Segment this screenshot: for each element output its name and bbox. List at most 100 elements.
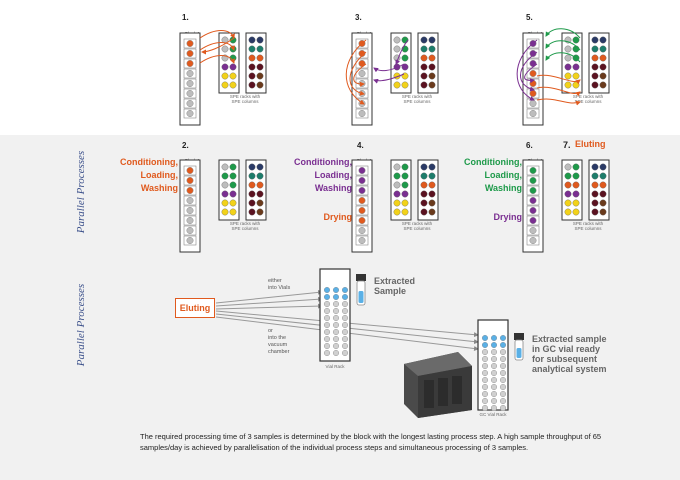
spe-column [420,172,428,180]
step-3-number: 3. [355,13,362,22]
spe-column [599,199,607,207]
vial-rack [319,268,351,362]
step-4-number: 4. [357,141,364,150]
flow-arrow [201,37,235,55]
spe-column [221,63,229,71]
conditioning-text: Conditioning, [120,157,178,167]
vial [333,322,340,329]
vial [500,384,507,391]
block-column [358,110,366,117]
spe-racks-caption-line-2: SPE columns [403,226,431,231]
loading-text: Loading, [484,170,523,180]
spe-column [393,36,401,44]
vial [324,287,331,294]
spe-column [572,36,580,44]
block-column [529,90,537,97]
spe-column [591,163,599,171]
block-column [186,177,194,184]
block-column [186,197,194,204]
device-slot [452,376,462,404]
flow-arrow [545,28,581,39]
vial [324,294,331,301]
spe-column [221,190,229,198]
spe-column [393,81,401,89]
vial [324,350,331,357]
spe-racks-caption-line-1: SPE racks with [572,221,604,226]
block-column [186,207,194,214]
vial [491,377,498,384]
washing-text: Washing [140,183,178,193]
step-6-drying-label: Drying [493,212,522,222]
spe-racks-caption-line-1: SPE racks with [572,94,604,99]
block-column [186,237,194,244]
spe-column [428,36,436,44]
flow-arrow [215,289,323,304]
spe-column [229,208,237,216]
block-column [186,110,194,117]
flow-arrow [516,39,538,101]
block-column [529,80,537,87]
block-column [358,177,366,184]
spe-column [420,63,428,71]
spe-column [393,45,401,53]
vial [500,370,507,377]
vial [482,405,489,412]
spe-column [591,181,599,189]
spe-column [256,72,264,80]
gc-line-4: analytical system [532,364,607,374]
spe-column [248,190,256,198]
vial [500,377,507,384]
vial [324,329,331,336]
vial [500,398,507,405]
spe-column [591,54,599,62]
spe-column [564,199,572,207]
block-column [529,227,537,234]
spe-column [401,199,409,207]
flow-arrow [345,39,367,105]
spe-racks-caption-line-2: SPE columns [574,226,602,231]
vial [491,398,498,405]
spe-column [393,208,401,216]
vacuum-chamber-note: or into the vacuum chamber [268,328,289,356]
spe-column [599,181,607,189]
vial [342,343,349,350]
spe-column [572,63,580,71]
vial [500,391,507,398]
device-top [404,352,472,376]
washing-text: Washing [314,183,352,193]
vial [482,363,489,370]
step-7-number: 7. [563,140,571,150]
vial [482,370,489,377]
spe-column [420,208,428,216]
flow-arrow [536,98,581,106]
eluting-step-label: Eluting [575,139,606,149]
spe-column [420,199,428,207]
spe-column [564,72,572,80]
spe-column [420,54,428,62]
block-column [529,110,537,117]
flow-arrow [199,42,235,51]
vial [333,350,340,357]
flow-arrow [373,73,405,84]
vial [333,294,340,301]
block-column [186,100,194,107]
caption: The required processing time of 3 sample… [140,432,602,452]
vial [491,335,498,342]
step-6-number: 6. [526,141,533,150]
spe-column [599,208,607,216]
spe-column [564,54,572,62]
vacuum-chamber-device [404,352,472,418]
device-slot [424,380,434,408]
extracted-sample-label: Extracted Sample [374,276,415,296]
spe-column [428,181,436,189]
spe-column [599,36,607,44]
step-2-label: Conditioning, Loading, Washing [108,156,178,195]
spe-column [599,172,607,180]
spe-column [428,81,436,89]
block-column [529,167,537,174]
vial [333,315,340,322]
block-column [186,227,194,234]
vial-liquid [358,291,364,303]
spe-column [229,81,237,89]
spe-column [420,181,428,189]
